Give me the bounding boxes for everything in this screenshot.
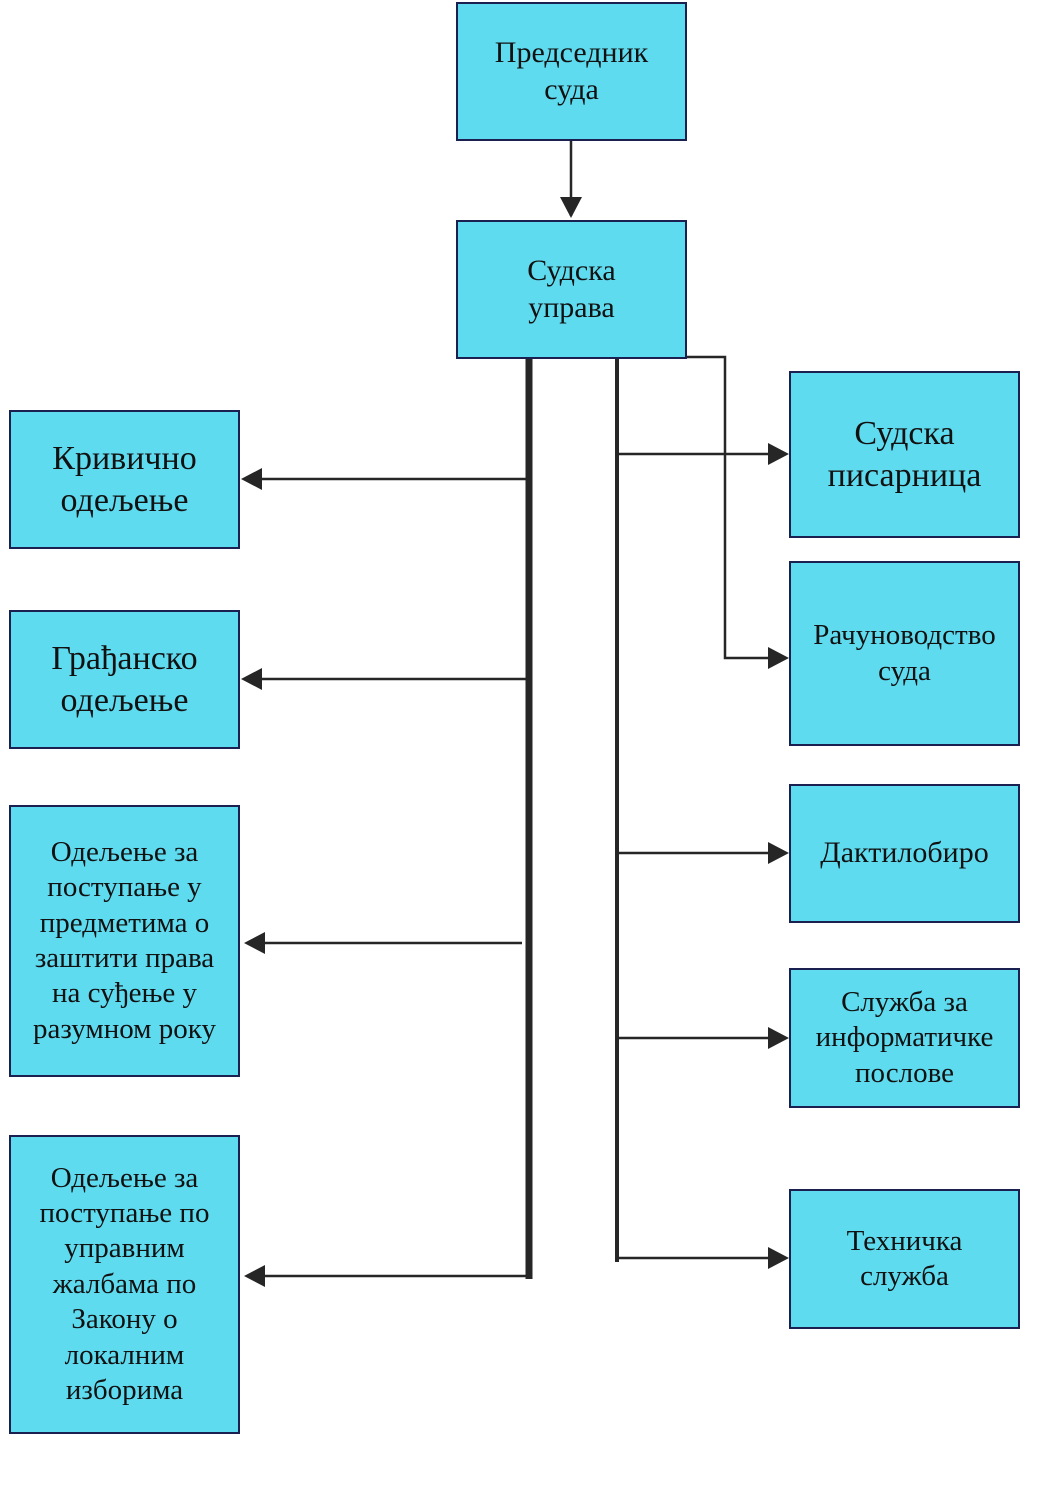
- arrowhead: [241, 468, 262, 490]
- node-court-president: Председник суда: [456, 2, 687, 141]
- arrowhead: [241, 668, 262, 690]
- node-typing-office: Дактилобиро: [789, 784, 1020, 923]
- arrowhead: [768, 443, 789, 465]
- node-label: Рачуноводство суда: [813, 619, 996, 687]
- node-civil-department: Грађанско одељење: [9, 610, 240, 749]
- node-label: Председник суда: [494, 35, 649, 106]
- node-court-accounting: Рачуноводство суда: [789, 561, 1020, 746]
- node-court-registry: Судска писарница: [789, 371, 1020, 538]
- node-label: Судска управа: [527, 253, 616, 324]
- arrowhead: [768, 647, 789, 669]
- node-label: Грађанско одељење: [51, 640, 198, 719]
- node-it-service: Служба за информатичке послове: [789, 968, 1020, 1108]
- node-technical-service: Техничка служба: [789, 1189, 1020, 1329]
- arrowhead: [560, 197, 582, 218]
- node-criminal-department: Кривично одељење: [9, 410, 240, 549]
- node-label: Судска писарница: [827, 415, 982, 494]
- node-label: Техничка служба: [846, 1224, 963, 1292]
- node-trial-rights-department: Одељење за поступање у предметима о зашт…: [9, 805, 240, 1077]
- arrowhead: [244, 1265, 265, 1287]
- node-label: Одељење за поступање по управним жалбама…: [39, 1161, 210, 1406]
- node-local-elections-department: Одељење за поступање по управним жалбама…: [9, 1135, 240, 1434]
- arrowhead: [244, 932, 265, 954]
- node-label: Кривично одељење: [52, 440, 197, 519]
- node-court-administration: Судска управа: [456, 220, 687, 359]
- node-label: Одељење за поступање у предметима о зашт…: [33, 835, 216, 1045]
- node-label: Служба за информатичке послове: [815, 985, 994, 1089]
- arrowhead: [768, 842, 789, 864]
- node-label: Дактилобиро: [820, 836, 989, 870]
- arrowhead: [768, 1027, 789, 1049]
- arrowhead: [768, 1247, 789, 1269]
- edge-to-accounting: [686, 355, 768, 660]
